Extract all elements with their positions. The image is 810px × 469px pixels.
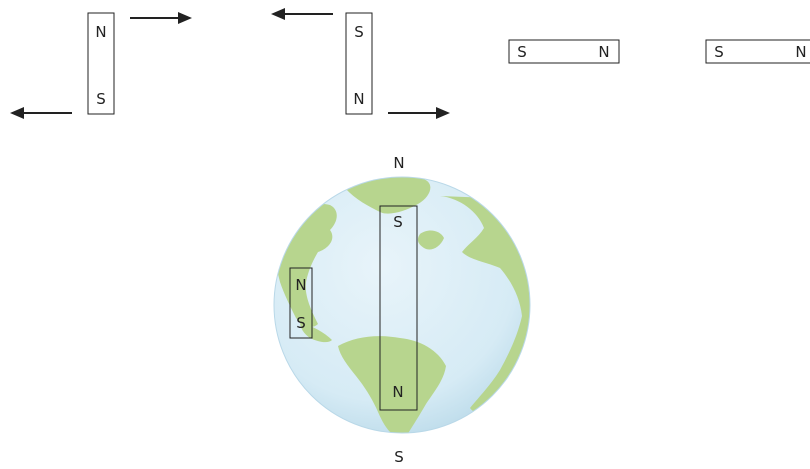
globe-land: [274, 177, 530, 433]
earth-large-magnet-pole-bottom: N: [392, 383, 403, 401]
magnet-2-group: S N: [271, 8, 450, 119]
magnet-3-group: S N: [508, 39, 620, 64]
magnet-1-pole-top: N: [95, 23, 106, 41]
magnet-2-pole-bottom: N: [353, 90, 364, 108]
arrow-right-icon: [388, 107, 450, 119]
arrow-right-icon: [130, 12, 192, 24]
earth-globe: [273, 176, 531, 434]
earth-large-magnet-body: [379, 205, 418, 411]
earth-large-magnet: S N: [379, 205, 418, 411]
magnet-3-pole-left: S: [517, 43, 527, 61]
magnet-4-group: S N: [705, 39, 810, 64]
magnet-3-body: [508, 39, 620, 64]
earth-small-magnet-body: [289, 267, 313, 339]
magnet-1-group: N S: [10, 12, 192, 119]
earth-north-label: N: [393, 154, 404, 172]
magnet-4-body: [705, 39, 810, 64]
central-america-shape: [300, 322, 332, 343]
earth-small-magnet: N S: [289, 267, 313, 339]
south-america-shape: [338, 336, 446, 433]
magnet-1-body: [87, 12, 115, 115]
magnet-1-pole-bottom: S: [96, 90, 106, 108]
magnet-4-pole-left: S: [714, 43, 724, 61]
arrow-left-icon: [271, 8, 333, 20]
europe-africa-shape: [440, 196, 530, 415]
arrow-left-icon: [10, 107, 72, 119]
magnet-2-body: [345, 12, 373, 115]
magnet-2-pole-top: S: [354, 23, 364, 41]
europe-bump-shape: [417, 230, 444, 250]
magnet-3-pole-right: N: [598, 43, 609, 61]
earth-south-label: S: [394, 448, 404, 465]
globe-edge: [273, 176, 531, 434]
greenland-shape: [345, 177, 431, 214]
earth-large-magnet-pole-top: S: [393, 213, 403, 231]
earth-small-magnet-pole-top: N: [295, 276, 306, 294]
magnet-4-pole-right: N: [795, 43, 806, 61]
earth-small-magnet-pole-bottom: S: [296, 314, 306, 332]
globe-ocean: [274, 177, 530, 433]
